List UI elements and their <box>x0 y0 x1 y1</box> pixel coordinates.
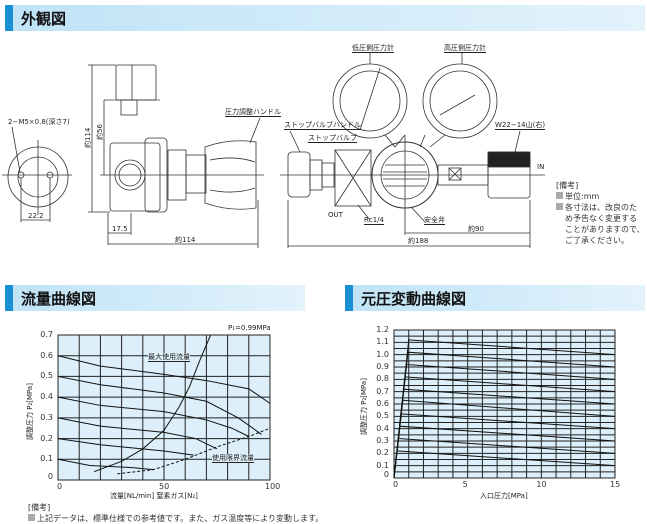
x-tick-label: 0 <box>393 480 399 489</box>
safety-valve-label: 安全弁 <box>424 216 445 225</box>
series-line <box>57 438 194 456</box>
y-tick-label: 0.1 <box>40 454 53 464</box>
section-title: 外観図 <box>21 10 67 28</box>
high-gauge-label: 高圧側圧力計 <box>444 44 486 53</box>
flow-notes: [備考] 上記データは、標準仕様での参考値です。また、ガス温度等により変動します… <box>28 502 323 524</box>
chart-annotation: P₁=0.99MPa <box>228 324 271 332</box>
rc-label: Rc1/4 <box>364 216 384 225</box>
section-header-flow: 流量曲線図 <box>5 285 305 311</box>
series-line <box>117 427 271 475</box>
notes-title: [備考] <box>28 503 51 512</box>
x-tick-label: 5 <box>462 480 468 489</box>
note-unit: 単位:mm <box>565 192 600 201</box>
y-tick-label: 0.9 <box>376 362 389 371</box>
y-tick-label: 0.5 <box>376 411 389 421</box>
y-tick-label: 0.2 <box>376 448 389 458</box>
series-line <box>57 375 262 435</box>
note-line: ことがありますので、 <box>565 225 645 234</box>
dim-175: 17.5 <box>112 225 128 233</box>
stop-handle-label: ストップバルブハンドル <box>284 121 361 130</box>
y-tick-label: 1.2 <box>376 325 389 334</box>
dim-188: 約188 <box>408 237 429 245</box>
note-line: め予告なく変更する <box>565 214 637 223</box>
exterior-drawing <box>2 52 545 248</box>
flow-xlabel: 流量[NL/min] 窒素ガス[N₂] <box>110 492 198 500</box>
y-tick-label: 0.1 <box>376 460 389 470</box>
dim-90: 約90 <box>468 225 484 233</box>
series-line <box>93 334 212 473</box>
section-header-supply: 元圧変動曲線図 <box>345 285 645 311</box>
y-tick-label: 0.6 <box>376 399 389 408</box>
pressure-handle-label: 圧力調整ハンドル <box>225 108 281 117</box>
y-tick-label: 1.1 <box>376 337 389 347</box>
y-tick-label: 0.6 <box>40 350 53 360</box>
section-title: 元圧変動曲線図 <box>361 290 467 308</box>
y-tick-label: 0.2 <box>40 433 53 443</box>
note-line: ご了承ください。 <box>565 236 629 245</box>
limit-flow-label: 使用限界流量 <box>212 454 254 463</box>
x-tick-label: 100 <box>265 482 281 491</box>
series-line <box>57 396 250 437</box>
y-tick-label: 0.7 <box>376 386 389 396</box>
series-line <box>57 355 271 404</box>
dim-114-horizontal: 約114 <box>175 236 196 244</box>
y-tick-label: 0.3 <box>40 412 53 422</box>
y-tick-label: 0.4 <box>40 392 53 402</box>
in-label: IN <box>537 163 545 171</box>
section-title: 流量曲線図 <box>21 290 97 308</box>
max-flow-label: 最大使用流量 <box>148 353 190 362</box>
y-tick-label: 0.8 <box>376 374 389 384</box>
y-tick-label: 0.4 <box>376 423 389 433</box>
x-tick-label: 50 <box>159 482 170 491</box>
series-line <box>393 450 616 479</box>
note-line: 上記データは、標準仕様での参考値です。また、ガス温度等により変動します。 <box>37 514 324 523</box>
y-tick-label: 0 <box>383 470 389 479</box>
y-tick-label: 0.7 <box>40 330 53 339</box>
series-line <box>57 458 154 471</box>
x-tick-label: 15 <box>610 480 621 489</box>
y-tick-label: 1.0 <box>376 349 389 359</box>
y-tick-label: 0.5 <box>40 371 53 381</box>
inlet-thread-label: W22−14山(右) <box>495 121 546 130</box>
supply-xlabel: 入口圧力[MPa] <box>480 492 528 500</box>
drawing-notes: [備考] 単位:mm 各寸法は、改良のた め予告なく変更する ことがありますので… <box>556 180 645 246</box>
notes-title: [備考] <box>556 181 579 190</box>
y-tick-label: 0.3 <box>376 436 389 445</box>
y-tick-label: 0 <box>47 472 53 481</box>
section-header-exterior: 外観図 <box>5 5 645 31</box>
x-tick-label: 10 <box>536 480 547 489</box>
out-label: OUT <box>328 211 343 219</box>
dim-222: 22.2 <box>28 212 44 220</box>
screw-label: 2−M5×0.8(深さ7) <box>8 118 70 126</box>
stop-valve-label: ストップバルブ <box>308 134 357 143</box>
series-line <box>57 417 218 450</box>
note-line: 各寸法は、改良のた <box>565 203 637 212</box>
low-gauge-label: 低圧側圧力計 <box>352 44 394 53</box>
x-tick-label: 0 <box>57 482 63 491</box>
supply-ylabel: 調整圧力 P₂[MPa] <box>360 378 368 435</box>
